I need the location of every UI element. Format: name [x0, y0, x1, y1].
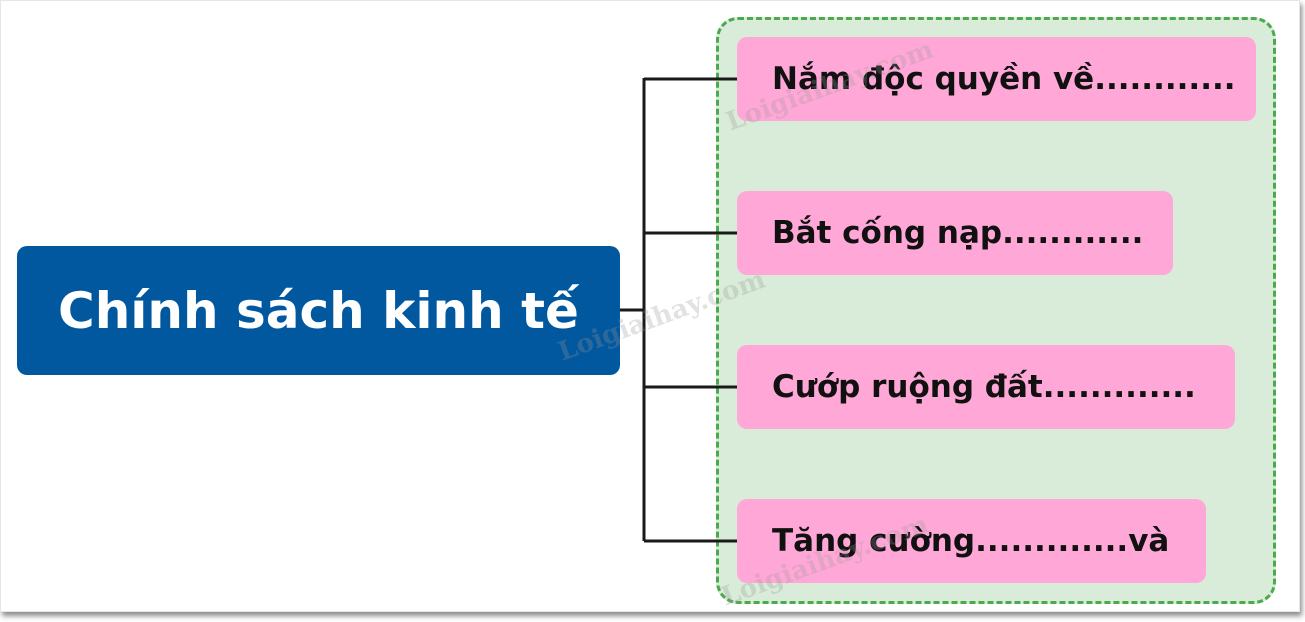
root-node: Chính sách kinh tế	[17, 246, 620, 375]
branch-node-1: Nắm độc quyền về............	[737, 37, 1256, 121]
branch-node-3: Cướp ruộng đất.............	[737, 345, 1235, 429]
branch-node-2: Bắt cống nạp............	[737, 191, 1173, 275]
branch-node-4-label: Tăng cường.............và	[772, 523, 1170, 559]
branch-node-1-label: Nắm độc quyền về............	[772, 61, 1236, 97]
branch-node-3-label: Cướp ruộng đất.............	[772, 369, 1196, 405]
branch-node-4: Tăng cường.............và	[737, 499, 1206, 583]
branch-node-2-label: Bắt cống nạp............	[772, 215, 1144, 251]
root-node-label: Chính sách kinh tế	[58, 281, 579, 340]
